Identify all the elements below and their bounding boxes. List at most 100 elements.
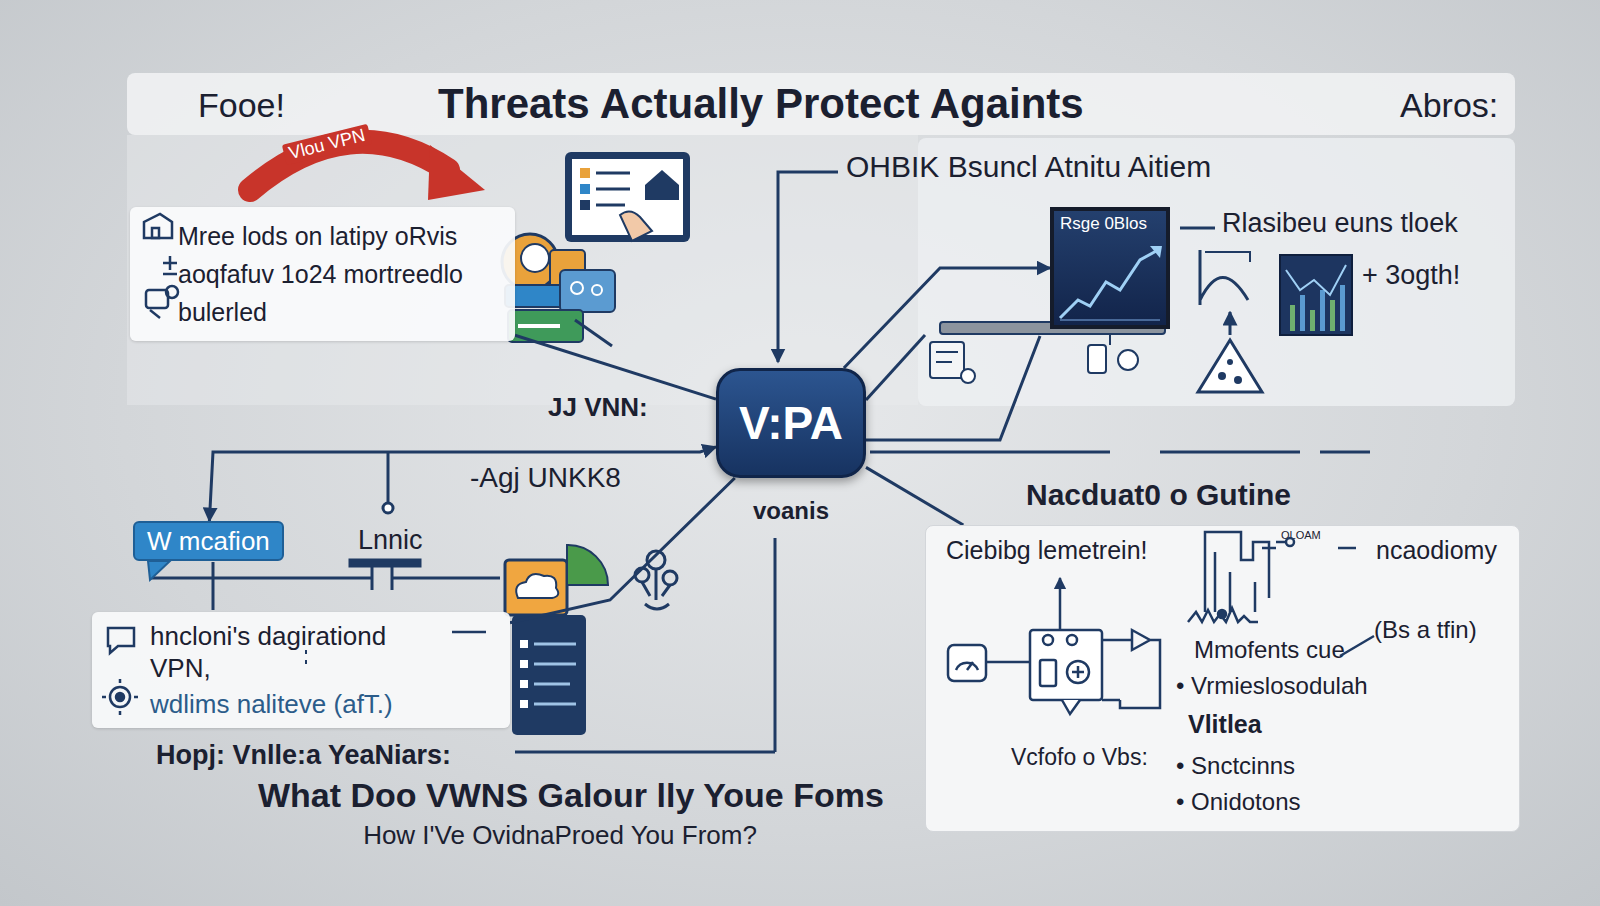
side-label: -Agj UNKK8 [470,462,621,494]
panel-ground [127,73,1515,406]
dashed-line-part [870,451,1110,454]
vpn-hub: V:PAvoanis [716,368,866,478]
guide-illustration-part [948,645,986,681]
growth-charts-part [1340,285,1345,331]
guide-illustration-part [1215,552,1255,612]
growth-charts [1180,228,1352,392]
guide-illustration-part [1218,610,1226,618]
connector [209,447,716,521]
laptop-base-part [936,351,958,353]
document-icon-part [516,574,558,598]
screen-chart-part [1060,319,1160,321]
guide-illustration-part [1043,635,1053,645]
dashed-line-part [1160,451,1300,454]
guide-illustration-part [1072,666,1084,678]
growth-charts-part [1330,300,1335,331]
dashed-line-part [1320,451,1370,454]
speech-bubble: W mcafion [133,521,284,561]
guide-illustration-part [956,662,978,670]
box-icons-part [102,679,138,715]
left-wiring-part [350,560,420,566]
left-wiring-part [383,503,393,513]
connector [515,335,716,399]
node-text: V:PA [739,396,843,450]
guide-illustration-part [1102,630,1160,708]
guide-illustration-part [986,661,1030,664]
tablet-icon-part [596,188,630,191]
box-icons-part [150,310,160,318]
left-wiring-part [774,538,777,752]
document-icon-part [567,545,608,585]
corner-label: Fooe! [198,86,285,125]
left-wiring-part [392,577,500,580]
node-subtext: (Bs a tfin) [1374,616,1477,644]
section-heading: OHBIK Bsuncl Atnitu Aitiem [846,150,1211,184]
node-subtext: • Onidotons [1176,788,1300,816]
box-icons-part [116,693,124,701]
left-wiring-part [515,751,775,754]
node-subtext: • Snctcinns [1176,752,1295,780]
side-label: JJ VNN: [548,392,648,423]
guide-illustration-part [1286,538,1294,546]
screen-chart-part [1150,246,1162,258]
guide-illustration-part [1340,636,1374,656]
bubble-tail-part [148,561,170,580]
left-wiring-part [387,452,390,503]
node-subtext: Vlitlea [1188,710,1262,739]
laptop-screen: Rsge 0Blos [1050,207,1170,329]
red-arrow-part [428,145,485,200]
node-subtext: wdlims naliteve (afT.) [150,688,496,720]
laptop-base-part [1088,345,1106,373]
info-box: Mree lods on latipy oRvis aoqfafuv 1o24 … [130,207,515,341]
note-label: Hopj: Vnlle:a YeaNiars: [156,740,451,771]
node-subtext: • Vrmieslosodulah [1176,672,1368,700]
document-icon [505,545,608,735]
cards-icon-part [571,282,583,294]
chart-label: Rlasibeu euns tloek [1222,208,1458,239]
subtitle: What Doo VWNS Galour lly Youe Foms [258,776,884,815]
cards-icon-part [560,270,615,312]
gear-icon [635,551,677,609]
node-subtext: voanis [753,497,829,525]
gear-icon-part [642,569,670,609]
panel-ground-part [127,135,918,405]
tablet-icon-part [565,152,690,242]
document-icon-part [520,680,528,688]
growth-charts-part [1200,250,1248,305]
growth-charts-part [1218,372,1226,380]
tablet-icon-part [596,172,630,175]
document-icon-part [534,683,570,686]
screen-chart-part [1060,250,1158,318]
growth-charts-part [1280,255,1352,335]
document-icon-part [534,663,576,666]
title-arrow [778,172,838,362]
growth-charts-part [1290,305,1295,331]
cards-icon-part [518,324,560,328]
connector [866,467,963,525]
bubble-tail [148,561,170,580]
growth-charts-part [1180,227,1215,230]
laptop-base-part [1109,334,1111,345]
growth-charts-part [1234,376,1242,384]
info-box: hncloni's dagirationd VPN,wdlims nalitev… [92,612,510,728]
guide-illustration-part [1338,547,1356,550]
document-icon-part [534,643,576,646]
box-icons-part [152,228,159,238]
connector [510,478,735,623]
tablet-icon-part [620,211,652,241]
title-arrow-part [778,172,838,362]
cards-icon-part [575,320,612,346]
document-icon-part [520,640,528,648]
guide-panel: Nacduat0 o GutineCiebibg lemetrein!OLOAM… [925,525,1520,832]
document-icon-part [534,703,576,706]
laptop-base-part [961,369,975,383]
box-icons [102,214,486,715]
left-wiring-part [371,566,374,590]
chart-label: + 3ogth! [1362,260,1460,291]
guide-illustration-part [1059,578,1062,630]
tablet-icon-part [580,200,590,210]
subtitle: How I'Ve OvidnaProed You From? [363,820,757,851]
box-icons-part [110,687,130,707]
document-icon-part [520,700,528,708]
